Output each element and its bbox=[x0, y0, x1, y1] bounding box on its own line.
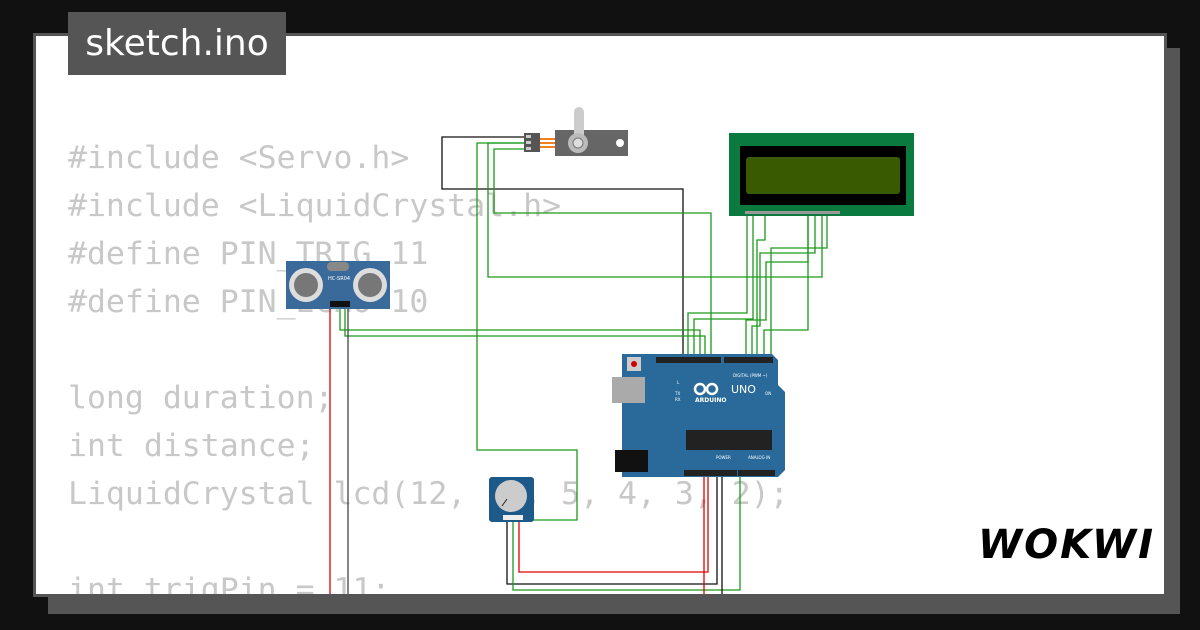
wire-lcd-d6 bbox=[770, 216, 828, 360]
potentiometer bbox=[489, 477, 534, 522]
file-tab-title: sketch.ino bbox=[68, 12, 286, 75]
servo-motor bbox=[524, 107, 628, 156]
code-line: long duration; bbox=[68, 380, 334, 416]
wire-servo-gnd bbox=[441, 136, 684, 360]
l-label: L bbox=[677, 380, 680, 385]
wire-pot-vcc bbox=[518, 475, 709, 573]
wire-lcd-1 bbox=[487, 142, 823, 278]
wire-servo-signal bbox=[493, 148, 712, 360]
wire-lcd-extra bbox=[756, 216, 766, 360]
ultrasonic-label: HC-SR04 bbox=[328, 276, 350, 282]
ultrasonic-sensor: HC-SR04 bbox=[286, 261, 390, 309]
arduino-model: UNO bbox=[731, 383, 756, 396]
wires bbox=[329, 136, 828, 594]
code-editor: #include <Servo.h> #include <LiquidCrysta… bbox=[68, 134, 789, 594]
analog-label: ANALOG IN bbox=[748, 455, 770, 460]
code-line: #include <Servo.h> bbox=[68, 140, 410, 176]
wire-echo bbox=[344, 305, 706, 360]
wire-lcd-d4 bbox=[745, 216, 809, 360]
code-line: #define PIN_TRIG 11 bbox=[68, 236, 429, 272]
on-label: ON bbox=[765, 391, 771, 396]
lcd-pins bbox=[745, 211, 840, 214]
preview-panel: #include <Servo.h> #include <LiquidCrysta… bbox=[33, 33, 1167, 597]
code-line: #include <LiquidCrystal.h> bbox=[68, 188, 562, 224]
circuit-diagram: HC-SR04 UNO ARDUINO DIGITAL (PWM ~) POWE… bbox=[286, 107, 914, 594]
arduino-uno: UNO ARDUINO DIGITAL (PWM ~) POWER ANALOG… bbox=[612, 354, 785, 477]
rx-label: RX bbox=[675, 397, 681, 402]
code-line: int distance; bbox=[68, 428, 315, 464]
wire-lcd-d5 bbox=[751, 216, 816, 360]
wire-trig bbox=[339, 305, 701, 360]
code-line: LiquidCrystal lcd(12, 11, 5, 4, 3, 2); bbox=[68, 476, 789, 512]
wire-pot-signal bbox=[512, 475, 741, 591]
wokwi-logo: WOKWI bbox=[978, 522, 1156, 568]
wire-pot-gnd bbox=[506, 475, 718, 585]
lcd-display bbox=[729, 133, 914, 216]
digital-label: DIGITAL (PWM ~) bbox=[733, 373, 768, 378]
wire-lcd-d7 bbox=[763, 216, 809, 360]
arduino-brand: ARDUINO bbox=[695, 397, 726, 404]
tx-label: TX bbox=[674, 391, 680, 396]
wire-lcd-e bbox=[693, 216, 754, 360]
power-label: POWER bbox=[716, 455, 731, 460]
wire-lcd-rs bbox=[687, 216, 748, 360]
wire-servo-vcc bbox=[476, 142, 578, 521]
